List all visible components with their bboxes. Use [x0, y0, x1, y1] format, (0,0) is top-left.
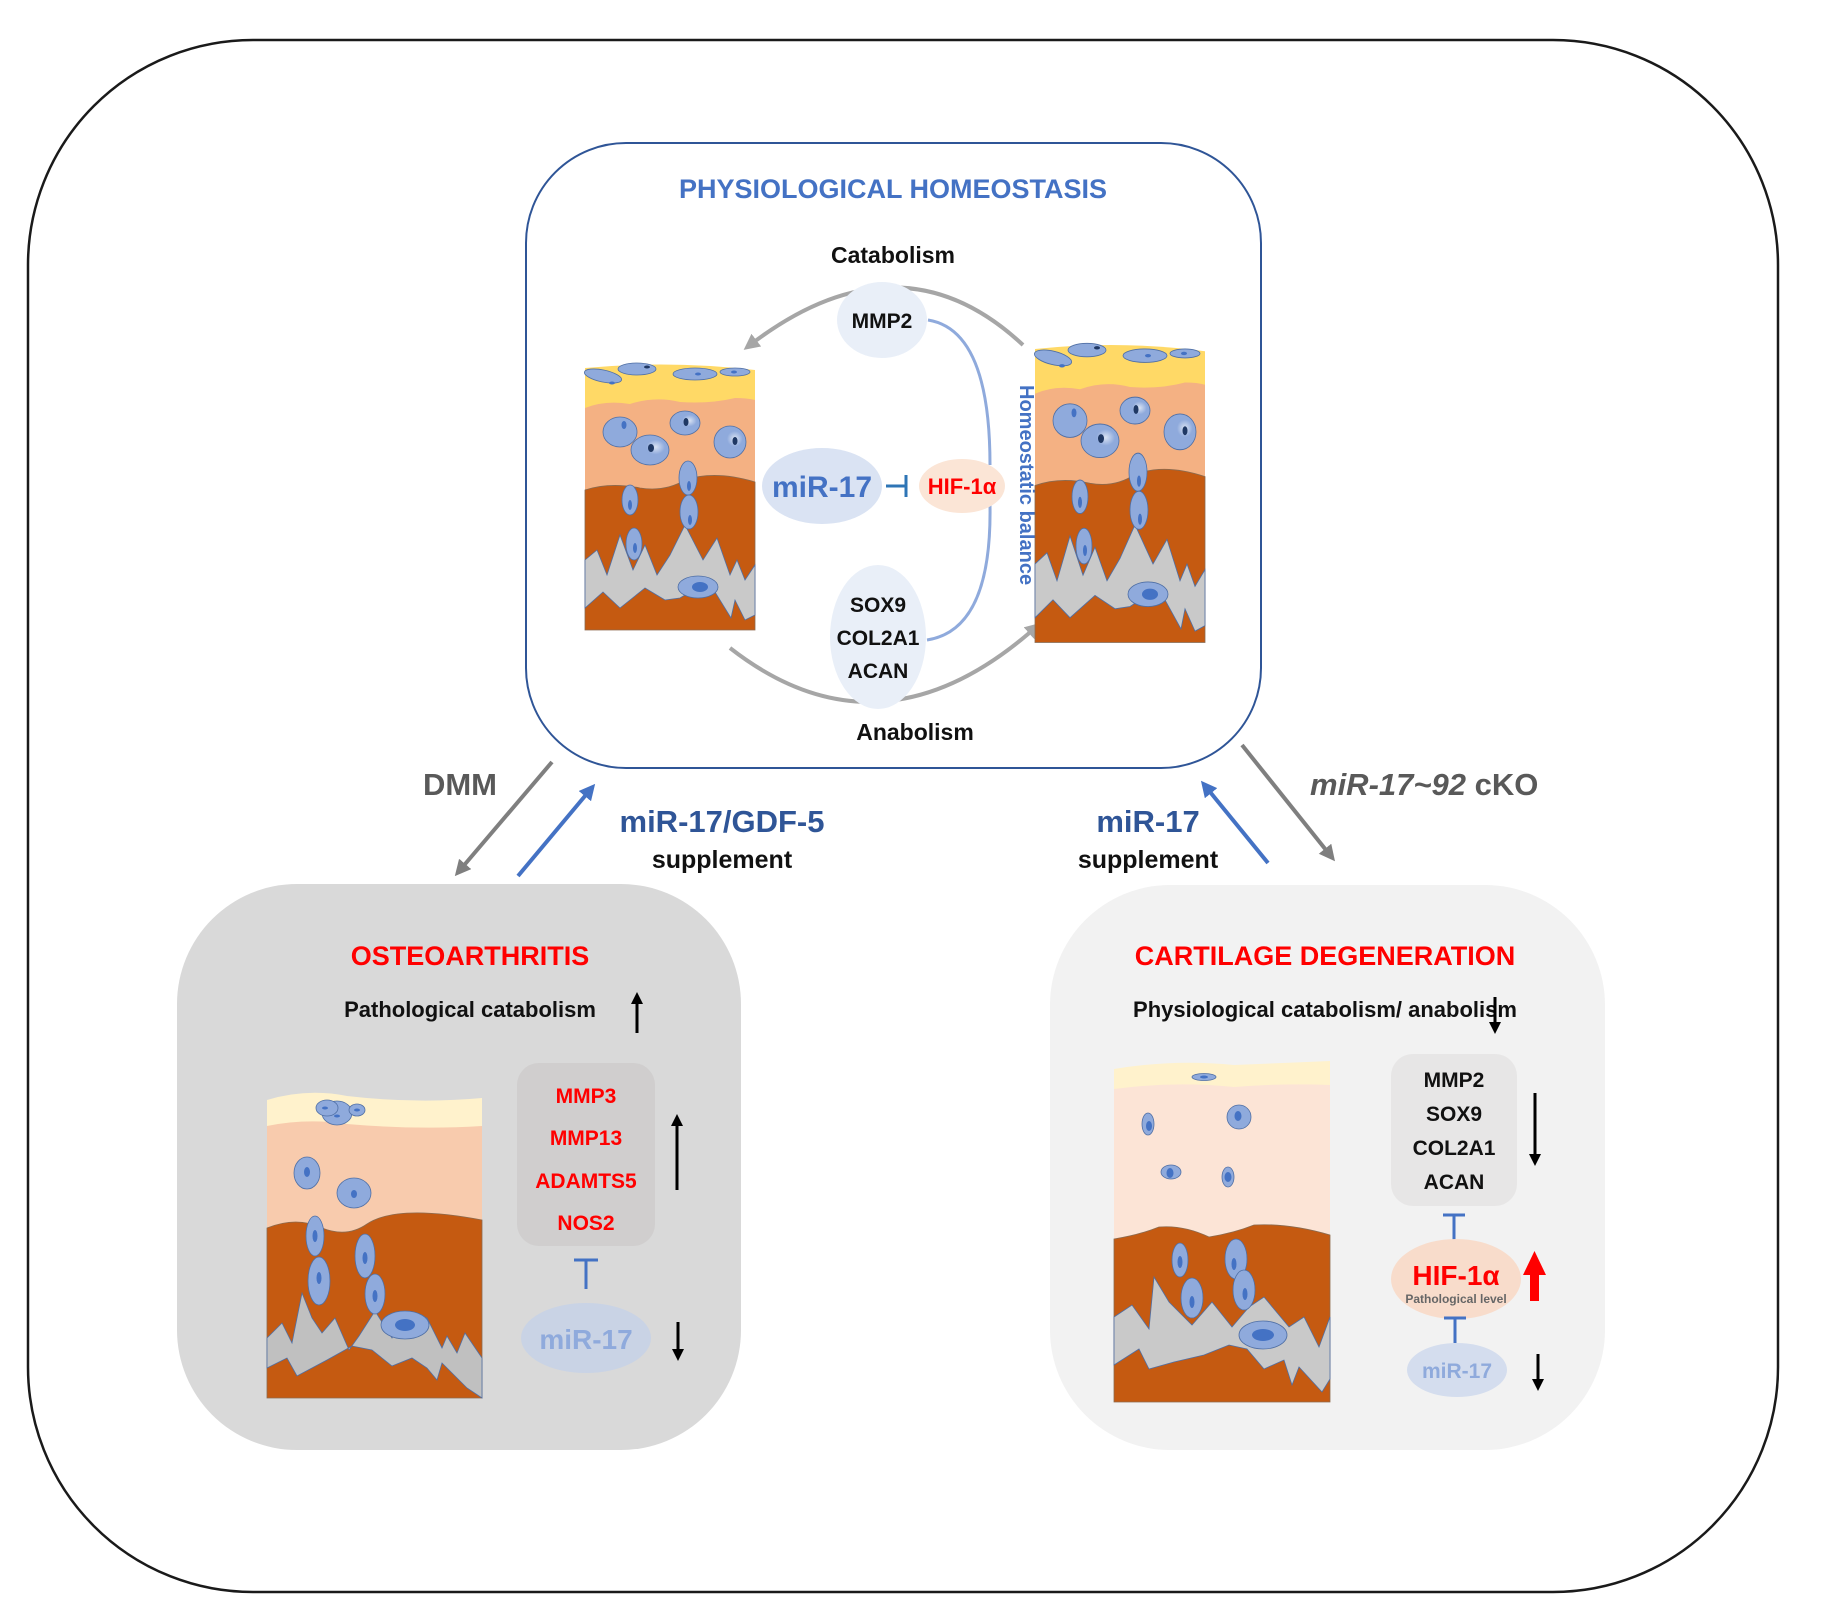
mir17-gdf5-label: miR-17/GDF-5	[620, 804, 825, 839]
oa-gene-2: MMP13	[550, 1127, 622, 1150]
homeostatic-balance-curve	[927, 318, 992, 466]
cd-gene-box	[1391, 1054, 1517, 1206]
cko-gene-italic: miR-17~92	[1310, 767, 1466, 802]
homeostasis-panel: PHYSIOLOGICAL HOMEOSTASIS Catabolism MMP…	[525, 142, 1262, 769]
healthy-cartilage-right	[1032, 342, 1206, 643]
cd-hif1a-node	[1391, 1239, 1521, 1319]
homeostasis-title: PHYSIOLOGICAL HOMEOSTASIS	[679, 174, 1107, 204]
cko-suffix: cKO	[1466, 767, 1538, 802]
inhibition-icon	[1444, 1316, 1466, 1343]
cd-gene-1: MMP2	[1424, 1069, 1485, 1092]
arrow-up-icon-red	[1523, 1251, 1546, 1301]
anabolic-gene-3: ACAN	[848, 660, 909, 683]
mir17-node	[762, 448, 882, 524]
healthy-cartilage-left	[582, 362, 756, 631]
oa-mir17-node	[521, 1303, 651, 1373]
cd-gene-2: SOX9	[1426, 1103, 1482, 1126]
mir17-label: miR-17	[772, 471, 872, 504]
mir17-gdf5-arrow	[516, 783, 596, 878]
cd-mir17-label: miR-17	[1422, 1360, 1492, 1383]
inhibition-icon	[886, 475, 908, 497]
oa-gene-4: NOS2	[557, 1212, 614, 1235]
catabolism-label: Catabolism	[831, 242, 955, 268]
homeostatic-balance-label: Homeostatic balance	[1015, 385, 1037, 585]
cd-cartilage-illustration	[1113, 1060, 1331, 1403]
cd-hif1a-note: Pathological level	[1405, 1292, 1506, 1306]
osteoarthritis-subtitle: Pathological catabolism	[344, 997, 596, 1022]
mir17-gdf5-supplement-label: supplement	[652, 846, 793, 874]
cko-arrow	[1240, 743, 1335, 862]
inhibition-icon	[1443, 1213, 1465, 1240]
dmm-label: DMM	[423, 767, 497, 802]
cd-gene-3: COL2A1	[1413, 1137, 1496, 1160]
mmp2-label: MMP2	[852, 310, 913, 333]
cd-mir17-node	[1407, 1343, 1507, 1397]
cartilage-degeneration-subtitle: Physiological catabolism/ anabolism	[1133, 997, 1517, 1022]
mir17-supplement-arrow	[1200, 780, 1270, 865]
hif1a-node	[919, 459, 1005, 513]
mir17-supplement-sub-label: supplement	[1078, 846, 1219, 874]
inhibition-icon	[574, 1258, 598, 1289]
oa-gene-box	[517, 1063, 655, 1246]
oa-gene-3: ADAMTS5	[535, 1170, 637, 1193]
mmp2-node	[837, 282, 927, 358]
homeostatic-balance-curve-lower	[926, 504, 992, 642]
dmm-arrow	[454, 760, 554, 877]
outer-frame	[26, 38, 1780, 1594]
hif1a-label: HIF-1α	[928, 474, 997, 499]
osteoarthritis-panel: OSTEOARTHRITIS Pathological catabolism M…	[177, 884, 741, 1450]
oa-mir17-label: miR-17	[539, 1324, 632, 1355]
anabolic-gene-1: SOX9	[850, 594, 906, 617]
mir17-supplement-label: miR-17	[1096, 804, 1199, 839]
anabolism-label: Anabolism	[856, 719, 974, 745]
cko-label: miR-17~92 cKO	[1310, 767, 1538, 802]
cartilage-degeneration-title: CARTILAGE DEGENERATION	[1135, 941, 1516, 971]
anabolic-genes-node	[830, 565, 926, 709]
oa-gene-1: MMP3	[556, 1085, 617, 1108]
cartilage-degeneration-panel: CARTILAGE DEGENERATION Physiological cat…	[1050, 885, 1605, 1450]
oa-cartilage-illustration	[266, 1092, 483, 1399]
cd-hif1a-label: HIF-1α	[1412, 1260, 1499, 1291]
osteoarthritis-title: OSTEOARTHRITIS	[351, 941, 590, 971]
anabolic-gene-2: COL2A1	[837, 627, 920, 650]
cd-gene-4: ACAN	[1424, 1171, 1485, 1194]
